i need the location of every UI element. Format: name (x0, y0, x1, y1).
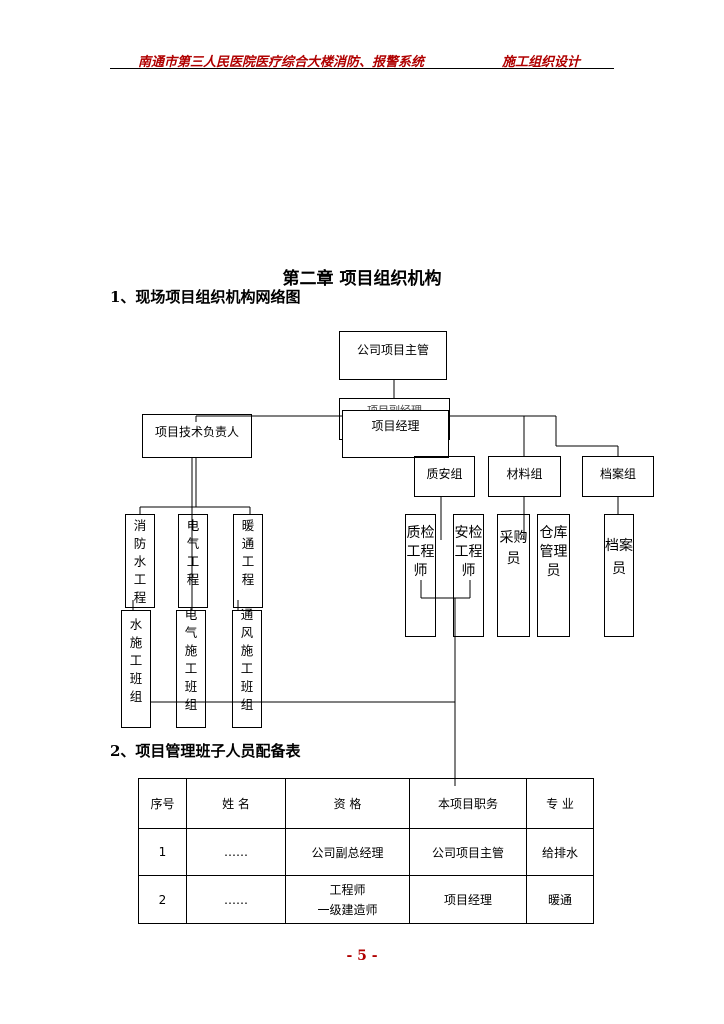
org-node-group-archive: 档案组 (582, 456, 654, 497)
org-label-eng-electrical: 电 气 工 程 (186, 518, 200, 587)
table-cell: 1 (138, 828, 187, 876)
header-right: 施工组织设计 (502, 55, 581, 70)
section-heading-2: 2、项目管理班子人员配备表 (110, 742, 301, 760)
org-node-staff-safety (453, 514, 484, 637)
page-header: 南通市第三人民医院医疗综合大楼消防、报警系统 施工组织设计 (110, 48, 614, 70)
table-cell: 2 (138, 875, 187, 924)
table-header-cell: 资 格 (285, 778, 410, 829)
table-cell: 工程师 一级建造师 (285, 875, 410, 924)
org-label-staff-archive: 档案 员 (605, 538, 633, 577)
table-cell: …… (186, 875, 286, 924)
table-header-row: 序号 姓 名 资 格 本项目职务 专 业 (138, 778, 594, 829)
org-node-group-material: 材料组 (488, 456, 561, 497)
org-node-staff-archive (604, 514, 634, 637)
table-cell: 暖通 (526, 875, 594, 924)
org-node-staff-quality (405, 514, 436, 637)
table-row: 2 …… 工程师 一级建造师 项目经理 暖通 (138, 875, 594, 924)
org-node-eng-electrical (178, 514, 208, 608)
org-label-crew-ventilation: 通 风 施 工 班 组 (240, 607, 254, 712)
section-heading-1: 1、现场项目组织机构网络图 (110, 288, 301, 306)
org-node-manager: 项目经理 (342, 410, 449, 458)
org-node-crew-water (121, 610, 151, 728)
org-node-crew-ventilation (232, 610, 262, 728)
table-header-cell: 专 业 (526, 778, 594, 829)
header-left: 南通市第三人民医院医疗综合大楼消防、报警系统 (138, 55, 425, 70)
table-cell: 项目经理 (409, 875, 527, 924)
org-node-staff-purchase (497, 514, 530, 637)
table-cell: 公司副总经理 (285, 828, 410, 876)
org-node-top: 公司项目主管 (339, 331, 447, 380)
org-node-group-qs: 质安组 (414, 456, 475, 497)
table-cell: …… (186, 828, 286, 876)
org-label-staff-safety: 安检 工程 师 (454, 525, 483, 579)
org-label-staff-purchase: 采购 员 (499, 530, 528, 567)
org-node-tech-lead: 项目技术负责人 (142, 414, 252, 458)
table-row: 1 …… 公司副总经理 公司项目主管 给排水 (138, 828, 594, 876)
org-label-eng-fire-water: 消 防 水 工 程 (133, 518, 147, 605)
org-label-eng-hvac: 暖 通 工 程 (241, 518, 255, 587)
org-node-eng-fire-water (125, 514, 155, 608)
org-label-staff-quality: 质检 工程 师 (406, 525, 435, 579)
org-label-crew-water: 水 施 工 班 组 (129, 617, 143, 704)
table-header-cell: 本项目职务 (409, 778, 527, 829)
staff-table: 序号 姓 名 资 格 本项目职务 专 业 1 …… 公司副总经理 公司项目主管 … (138, 778, 594, 924)
table-cell: 给排水 (526, 828, 594, 876)
org-node-staff-warehouse (537, 514, 570, 637)
table-cell: 公司项目主管 (409, 828, 527, 876)
chapter-title: 第二章 项目组织机构 (282, 269, 442, 289)
page-number: - 5 - (346, 948, 378, 964)
org-node-eng-hvac (233, 514, 263, 608)
table-header-cell: 序号 (138, 778, 187, 829)
table-header-cell: 姓 名 (186, 778, 286, 829)
org-label-crew-electrical: 电 气 施 工 班 组 (184, 607, 198, 712)
org-node-crew-electrical (176, 610, 206, 728)
org-label-staff-warehouse: 仓库 管理 员 (539, 525, 568, 579)
